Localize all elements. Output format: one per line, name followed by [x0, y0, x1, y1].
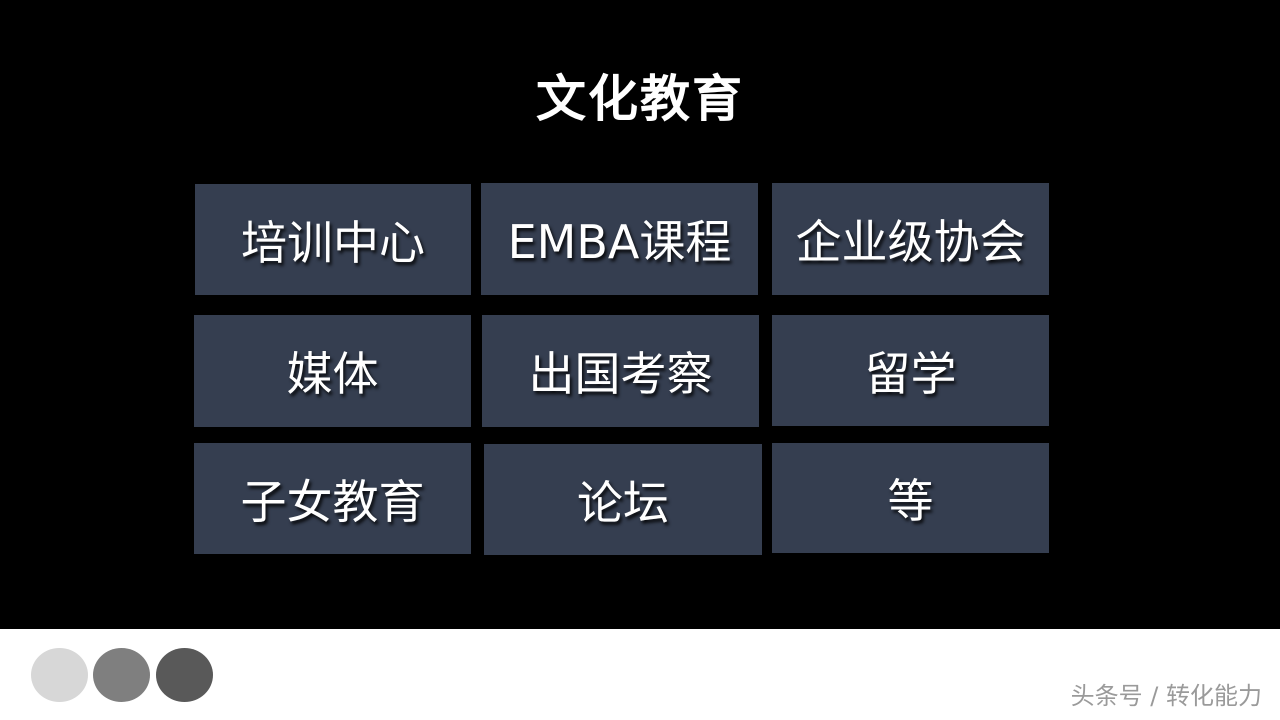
tile-label: 论坛 — [577, 475, 669, 530]
tile-study-abroad: 留学 — [772, 315, 1049, 426]
tile-emba-course: EMBA课程 — [481, 183, 758, 295]
tile-label: 企业级协会 — [795, 215, 1026, 269]
tile-label: 出国考察 — [528, 347, 713, 401]
gray-circle — [93, 648, 150, 702]
tile-label: 等 — [887, 474, 934, 528]
tile-overseas-study-tour: 出国考察 — [482, 315, 759, 427]
tile-label: 培训中心 — [241, 215, 425, 270]
slide-title: 文化教育 — [536, 69, 744, 128]
tile-etc: 等 — [772, 443, 1049, 553]
slide-canvas: 文化教育 培训中心 EMBA课程 企业级协会 媒体 出国考察 留学 子女教育 论… — [0, 0, 1280, 629]
dark-gray-circle — [156, 648, 213, 702]
tile-children-education: 子女教育 — [194, 443, 471, 554]
watermark-text: 头条号 / 转化能力 — [1070, 682, 1262, 710]
tile-label: 留学 — [864, 346, 957, 401]
light-gray-circle — [31, 648, 88, 702]
tile-forum: 论坛 — [484, 444, 762, 555]
tile-media: 媒体 — [194, 315, 471, 427]
footer-bar: 头条号 / 转化能力 — [0, 629, 1280, 720]
tile-enterprise-association: 企业级协会 — [772, 183, 1049, 295]
tile-label: EMBA课程 — [507, 215, 732, 269]
tile-training-center: 培训中心 — [195, 184, 471, 295]
tile-label: 子女教育 — [240, 474, 425, 529]
tile-label: 媒体 — [286, 347, 379, 401]
